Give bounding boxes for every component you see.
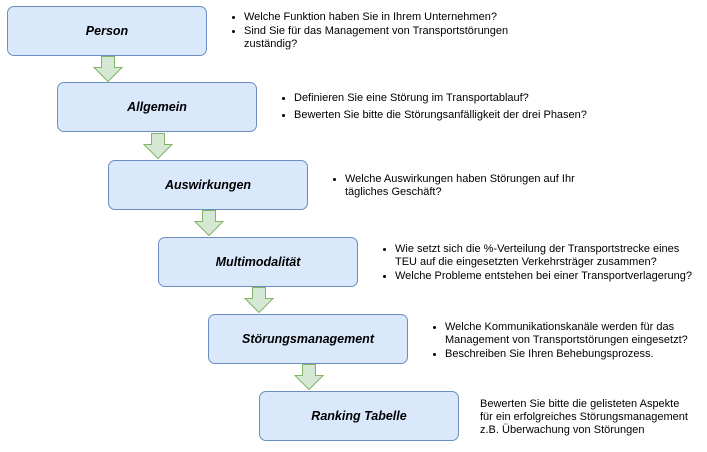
down-arrow-icon bbox=[93, 56, 123, 82]
note-item: Wie setzt sich die %-Verteilung der Tran… bbox=[381, 243, 703, 269]
step-label: Allgemein bbox=[127, 100, 187, 114]
notes-allgemein: Definieren Sie eine Störung im Transport… bbox=[280, 92, 620, 123]
note-item: Welche Kommunikationskanäle werden für d… bbox=[431, 321, 701, 347]
step-label: Auswirkungen bbox=[164, 178, 252, 192]
step-label: Ranking Tabelle bbox=[311, 409, 407, 423]
step-box-person: Person bbox=[7, 6, 207, 56]
note-item: Welche Auswirkungen haben Störungen auf … bbox=[331, 173, 631, 199]
down-arrow-icon bbox=[294, 364, 324, 390]
note-item: Beschreiben Sie Ihren Behebungsprozess. bbox=[431, 348, 701, 361]
notes-multimodalitaet: Wie setzt sich die %-Verteilung der Tran… bbox=[381, 243, 703, 284]
step-label: Störungsmanagement bbox=[242, 332, 374, 346]
note-item: Welche Probleme entstehen bei einer Tran… bbox=[381, 270, 703, 283]
note-item: Sind Sie für das Management von Transpor… bbox=[230, 25, 550, 51]
down-arrow-icon bbox=[244, 287, 274, 313]
down-arrow-icon bbox=[194, 210, 224, 236]
step-box-stoerungsmanagement: Störungsmanagement bbox=[208, 314, 408, 364]
step-box-auswirkungen: Auswirkungen bbox=[108, 160, 308, 210]
step-box-allgemein: Allgemein bbox=[57, 82, 257, 132]
notes-person: Welche Funktion haben Sie in Ihrem Unter… bbox=[230, 11, 550, 52]
notes-stoerungsmanagement: Welche Kommunikationskanäle werden für d… bbox=[431, 321, 701, 362]
step-box-multimodalitaet: Multimodalität bbox=[158, 237, 358, 287]
step-label: Multimodalität bbox=[215, 255, 301, 269]
down-arrow-icon bbox=[143, 133, 173, 159]
note-item: Definieren Sie eine Störung im Transport… bbox=[280, 92, 620, 105]
step-label: Person bbox=[85, 24, 129, 38]
note-item: Bewerten Sie bitte die Störungsanfälligk… bbox=[280, 109, 620, 122]
step-box-ranking-tabelle: Ranking Tabelle bbox=[259, 391, 459, 441]
notes-ranking-tabelle: Bewerten Sie bitte die gelisteten Aspekt… bbox=[480, 398, 688, 436]
notes-auswirkungen: Welche Auswirkungen haben Störungen auf … bbox=[331, 173, 631, 200]
note-item: Welche Funktion haben Sie in Ihrem Unter… bbox=[230, 11, 550, 24]
